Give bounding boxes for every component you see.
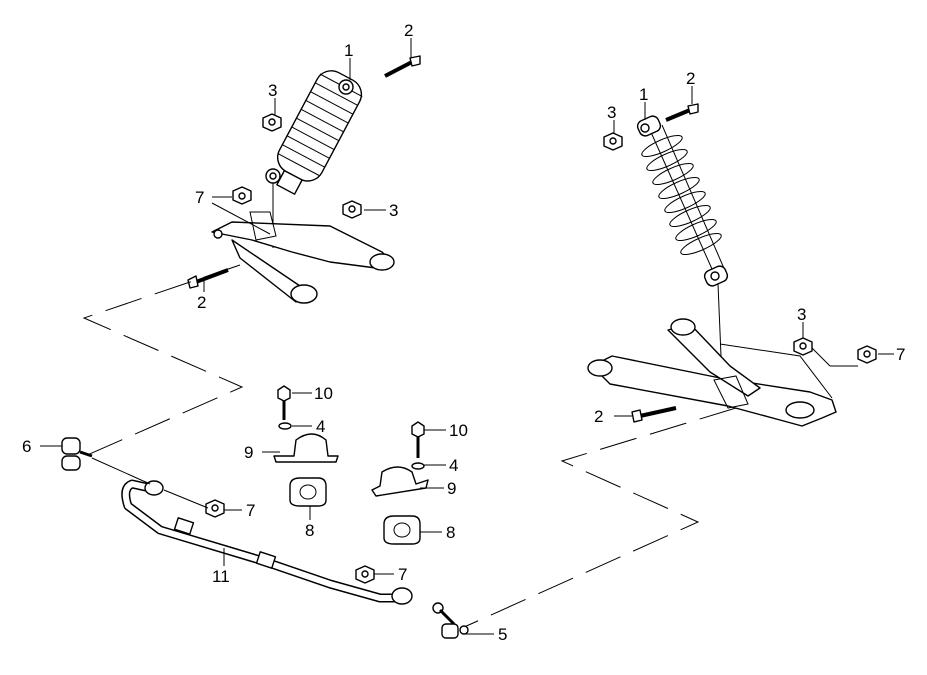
label-9-left-clamp: 9 [244, 443, 253, 462]
label-3-left-upper-nut: 3 [268, 81, 277, 100]
clamp-9-left [273, 433, 339, 463]
bar-nut-7-left [205, 499, 225, 518]
label-6-end-link: 6 [22, 437, 31, 456]
label-8-right-bushing: 8 [446, 523, 455, 542]
left-upper-bolt [384, 55, 421, 78]
label-2-right-upper-bolt: 2 [686, 69, 695, 88]
label-7-bar-nut-right: 7 [398, 565, 407, 584]
left-control-arm [211, 211, 395, 304]
label-1-right-shock: 1 [639, 85, 648, 104]
label-7-left-nut: 7 [195, 188, 204, 207]
label-10-left-bolt: 10 [314, 384, 333, 403]
label-7-right-nut: 7 [896, 345, 905, 364]
label-4-right-washer: 4 [449, 456, 458, 475]
label-11-stabilizer-bar: 11 [212, 567, 230, 586]
label-9-right-clamp: 9 [447, 479, 456, 498]
left-nut-7 [232, 186, 252, 205]
label-3-right-arm-nut: 3 [797, 305, 806, 324]
right-lower-bolt [631, 406, 677, 423]
washer-4-left [278, 422, 292, 430]
label-4-left-washer: 4 [316, 417, 325, 436]
left-shock-absorber [265, 70, 363, 248]
stabilizer-bar [121, 479, 413, 605]
right-upper-nut [603, 132, 623, 151]
left-upper-nut [262, 113, 282, 132]
left-nut-3 [342, 200, 362, 219]
right-upper-bolt [665, 103, 699, 122]
label-3-left-arm-nut: 3 [389, 201, 398, 220]
bolt-10-right [411, 421, 425, 458]
label-1-left-shock: 1 [344, 41, 353, 60]
label-7-bar-nut-left: 7 [246, 501, 255, 520]
label-2-left-lower-bolt: 2 [197, 293, 206, 312]
bushing-8-right [383, 515, 421, 545]
bushing-8-left [289, 477, 327, 507]
assembly-dashed-lines [75, 264, 737, 629]
washer-4-right [411, 462, 425, 470]
right-nut-3 [793, 337, 813, 356]
label-2-right-lower-bolt: 2 [594, 407, 603, 426]
part-number-labels: 1 2 3 7 3 2 1 2 3 3 7 2 10 4 9 10 4 9 8 … [22, 21, 905, 644]
bar-nut-7-right [355, 565, 375, 584]
clamp-9-right [371, 466, 429, 497]
right-coilover-shock [636, 115, 729, 381]
right-control-arm [587, 318, 837, 427]
leader-lines [40, 38, 894, 635]
bolt-10-left [277, 385, 291, 420]
label-5-end-link: 5 [498, 625, 507, 644]
end-link-5 [432, 602, 469, 639]
left-lower-bolt [187, 268, 229, 289]
label-8-left-bushing: 8 [305, 521, 314, 540]
label-10-right-bolt: 10 [449, 421, 468, 440]
label-3-right-upper-nut: 3 [607, 103, 616, 122]
label-2-left-upper-bolt: 2 [404, 21, 413, 40]
right-nut-7 [857, 345, 877, 364]
end-link-6 [61, 437, 93, 471]
